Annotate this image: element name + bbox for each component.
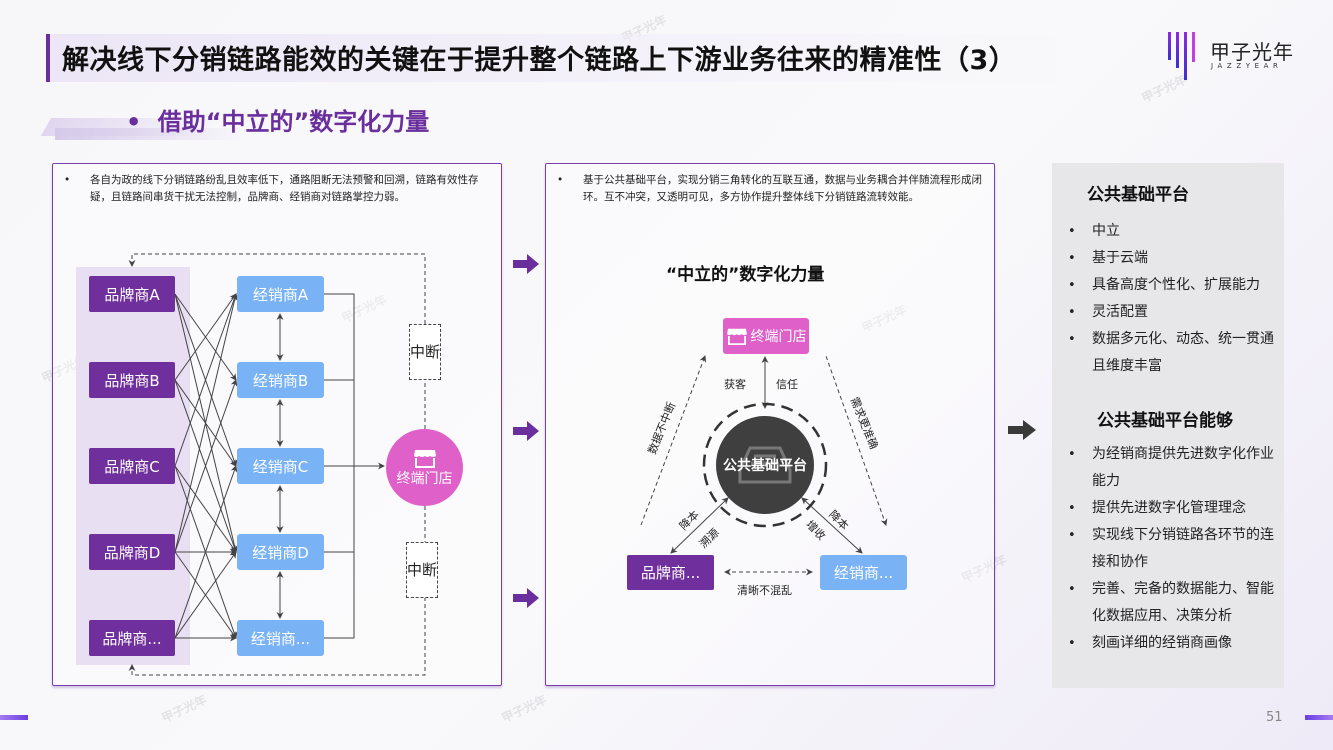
footer-accent-right <box>1305 715 1333 720</box>
right-section1-list: 中立 基于云端 具备高度个性化、扩展能力 灵活配置 数据多元化、动态、统一贯通且… <box>1052 218 1284 380</box>
subtitle: • 借助“中立的”数字化力量 <box>126 102 429 137</box>
brand-box: 品牌商C <box>89 448 175 484</box>
list-item: 实现线下分销链路各环节的连接和协作 <box>1052 522 1284 576</box>
dealer-node: 经销商... <box>820 555 907 590</box>
list-item: 基于云端 <box>1052 245 1284 272</box>
interrupt-box-top: 中断 <box>409 324 441 380</box>
public-platform-node: 公共基础平台 <box>716 416 814 514</box>
label-clear: 清晰不混乱 <box>737 584 792 597</box>
brand-box: 品牌商B <box>89 362 175 398</box>
page-title: 解决线下分销链路能效的关键在于提升整个链路上下游业务往来的精准性（3） <box>62 45 1017 76</box>
dealer-box: 经销商B <box>237 362 324 398</box>
dealer-platform-link <box>801 497 863 554</box>
page-number: 51 <box>1266 710 1283 725</box>
list-item: 为经销商提供先进数字化作业能力 <box>1052 441 1284 495</box>
diagram-title: “中立的”数字化力量 <box>666 265 825 285</box>
middle-description-text: 基于公共基础平台，实现分销三角转化的互联互通，数据与业务耦合并伴随流程形成闭环。… <box>583 174 982 203</box>
brand-box: 品牌商A <box>89 276 175 312</box>
subtitle-decoration <box>55 128 245 140</box>
brand-dealer-link <box>174 465 238 639</box>
label-trust: 信任 <box>776 378 798 391</box>
list-item: 刻画详细的经销商画像 <box>1052 630 1284 657</box>
interrupt-box-bottom: 中断 <box>406 542 438 598</box>
right-section1-title: 公共基础平台 <box>1087 185 1189 205</box>
subtitle-text: 借助“中立的”数字化力量 <box>157 108 430 136</box>
footer-accent-left <box>0 715 28 720</box>
brand-dealer-link <box>174 293 239 553</box>
store-label: 终端门店 <box>396 470 453 487</box>
right-section2-list: 为经销商提供先进数字化作业能力 提供先进数字化管理理念 实现线下分销链路各环节的… <box>1052 441 1284 657</box>
dealer-box: 经销商A <box>237 276 324 312</box>
left-panel-description: • 各自为政的线下分销链路纷乱且效率低下，通路阻断无法预警和回溯，链路有效性存疑… <box>64 172 494 206</box>
brand-box: 品牌商... <box>89 620 175 656</box>
label-acquire: 获客 <box>724 378 746 391</box>
logo-name-en: JAZZYEAR <box>1211 62 1283 70</box>
list-item: 灵活配置 <box>1052 299 1284 326</box>
data-flow-dashed <box>640 355 707 526</box>
terminal-store-node: 终端门店 <box>386 429 463 506</box>
middle-panel-description: • 基于公共基础平台，实现分销三角转化的互联互通，数据与业务耦合并伴随流程形成闭… <box>557 172 987 206</box>
bullet: • <box>557 174 564 186</box>
brand-dealer-link <box>174 293 237 381</box>
store-icon <box>726 328 747 345</box>
demand-flow-dashed <box>825 355 888 526</box>
arrow-right-icon <box>513 421 539 441</box>
brand-dealer-link <box>174 379 238 553</box>
platform-dashed-ring <box>702 402 828 528</box>
brand-dealer-link <box>174 465 237 553</box>
left-description-text: 各自为政的线下分销链路纷乱且效率低下，通路阻断无法预警和回溯，链路有效性存疑，且… <box>90 174 479 203</box>
platform-label: 公共基础平台 <box>723 458 807 474</box>
brand-platform-link <box>670 497 729 554</box>
brand-dealer-link <box>174 293 238 467</box>
platform-icon <box>738 446 792 484</box>
right-section2-title: 公共基础平台能够 <box>1097 411 1233 431</box>
brand-box: 品牌商D <box>89 534 175 570</box>
dealer-box: 经销商D <box>237 534 324 570</box>
list-item: 提供先进数字化管理理念 <box>1052 495 1284 522</box>
brand-dealer-link <box>174 551 237 639</box>
list-item: 具备高度个性化、扩展能力 <box>1052 272 1284 299</box>
list-item: 完善、完备的数据能力、智能化数据应用、决策分析 <box>1052 576 1284 630</box>
title-bar <box>46 34 1096 82</box>
terminal-store-node: 终端门店 <box>723 318 809 354</box>
logo-icon <box>1168 32 1195 80</box>
arrow-right-icon <box>1008 420 1036 440</box>
subtitle-bullet: • <box>126 108 142 136</box>
arrow-right-icon <box>513 254 539 274</box>
dealer-box: 经销商... <box>237 620 324 656</box>
arrow-right-icon <box>513 588 539 608</box>
list-item: 中立 <box>1052 218 1284 245</box>
list-item: 数据多元化、动态、统一贯通且维度丰富 <box>1052 326 1284 380</box>
bullet: • <box>64 174 71 186</box>
brand-node: 品牌商... <box>627 555 714 590</box>
store-icon <box>413 449 436 468</box>
dealer-box: 经销商C <box>237 448 324 484</box>
logo-name-cn: 甲子光年 <box>1210 40 1294 64</box>
store-label: 终端门店 <box>750 329 807 345</box>
